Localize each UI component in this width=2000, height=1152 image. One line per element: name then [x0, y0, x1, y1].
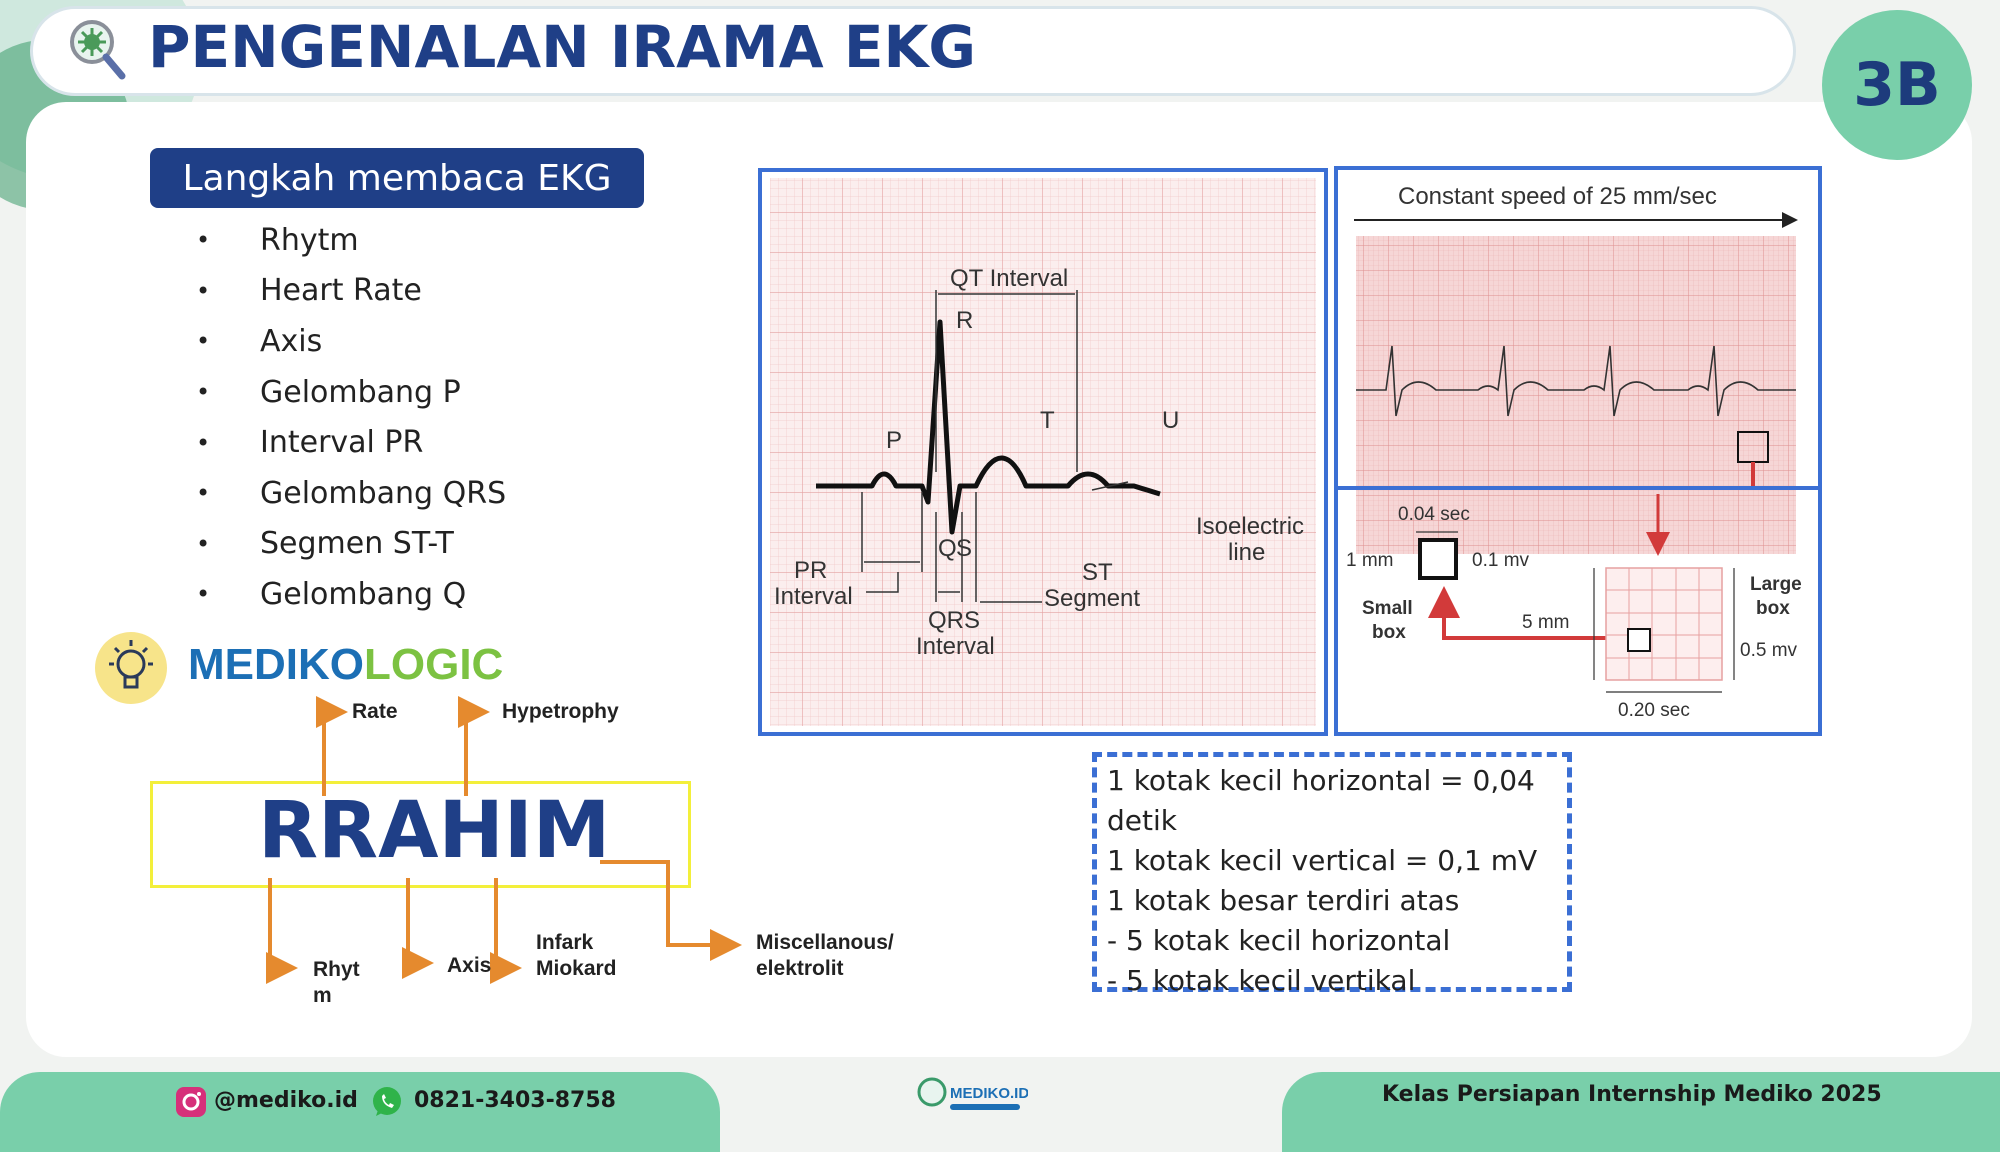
footer-course: Kelas Persiapan Internship Mediko 2025: [1382, 1082, 1882, 1107]
label-large-mv: 0.5 mv: [1740, 640, 1798, 661]
ekg-paper-diagram: Constant speed of 25 mm/sec 0.04 sec 1 m…: [1334, 166, 1822, 736]
label-line: Miokard: [536, 957, 617, 980]
info-box: 1 kotak kecil horizontal = 0,04 detik 1 …: [1092, 752, 1572, 997]
label-t: T: [1040, 407, 1055, 434]
brand-part1: MEDIKO: [188, 640, 364, 689]
mnemonic-box: [150, 781, 691, 888]
list-item: •Segmen ST-T: [196, 526, 454, 562]
label-r: R: [956, 307, 973, 334]
magnifier-virus-icon: [70, 20, 126, 80]
mediko-logo: MEDIKO.ID: [916, 1072, 1029, 1116]
lightbulb-icon: [95, 632, 167, 704]
mnemonic-label-axis: Axis: [447, 954, 492, 977]
info-line: - 5 kotak kecil horizontal: [1107, 924, 1451, 957]
label-u: U: [1162, 407, 1179, 434]
label-small-mv: 0.1 mv: [1472, 550, 1530, 571]
mnemonic-label-rate: Rate: [352, 700, 398, 723]
label-qrs-interval: Interval: [916, 633, 995, 660]
page-title: PENGENALAN IRAMA EKG: [148, 13, 977, 81]
label-q: Q: [938, 535, 957, 562]
label-qrs: QRS: [928, 607, 980, 634]
info-line: 1 kotak kecil horizontal = 0,04: [1107, 764, 1535, 797]
list-item: •Gelombang QRS: [196, 475, 507, 511]
mnemonic-label-misc: Miscellanous/elektrolit: [756, 930, 894, 982]
step-label: Gelombang Q: [260, 576, 467, 612]
list-item: •Rhytm: [196, 222, 359, 258]
mnemonic-arrows: [266, 696, 742, 984]
step-label: Gelombang P: [260, 374, 461, 410]
footer-instagram[interactable]: @mediko.id: [214, 1088, 358, 1113]
label-isoelectric: Isoelectric: [1196, 513, 1304, 540]
info-line: - 5 kotak kecil vertikal: [1107, 964, 1416, 997]
label-pr-interval: Interval: [774, 583, 853, 610]
step-label: Segmen ST-T: [260, 526, 454, 562]
large-box-grid: [1605, 567, 1723, 681]
steps-list: •Rhytm •Heart Rate •Axis •Gelombang P •I…: [196, 215, 506, 620]
list-item: •Axis: [196, 323, 323, 359]
mnemonic-label-rhythm: Rhyt m: [313, 957, 360, 1009]
step-label: Rhytm: [260, 222, 359, 258]
label-pr: PR: [794, 557, 827, 584]
whatsapp-icon: [373, 1087, 401, 1116]
step-label: Interval PR: [260, 425, 424, 461]
ekg-wave-diagram: QT Interval R P T U Q S PR Interval QRS …: [758, 168, 1328, 736]
info-line: detik: [1107, 804, 1177, 837]
title-bar: [30, 6, 1796, 96]
section-badge: 3B: [1822, 10, 1972, 160]
info-line: 1 kotak kecil vertical = 0,1 mV: [1107, 844, 1538, 877]
label-one-mm: 1 mm: [1346, 550, 1394, 571]
label-s: S: [956, 535, 972, 562]
footer-phone[interactable]: 0821-3403-8758: [414, 1088, 616, 1113]
steps-heading: Langkah membaca EKG: [150, 148, 644, 208]
label-st-segment: Segment: [1044, 585, 1140, 612]
mnemonic-label-hypertrophy: Hypetrophy: [502, 700, 619, 723]
label-p: P: [886, 427, 902, 454]
brand-part2: LOGIC: [364, 640, 504, 689]
info-line: 1 kotak besar terdiri atas: [1107, 884, 1460, 917]
label-line: m: [313, 984, 332, 1007]
step-label: Gelombang QRS: [260, 475, 507, 511]
ekg-waveform: [816, 319, 1161, 535]
label-line: elektrolit: [756, 957, 844, 980]
mediko-logic-brand: MEDIKOLOGIC: [188, 640, 503, 690]
label-large-box: Large: [1750, 574, 1802, 595]
step-label: Axis: [260, 323, 323, 359]
label-five-mm: 5 mm: [1522, 612, 1570, 633]
list-item: •Interval PR: [196, 425, 424, 461]
rhythm-strip: [1356, 345, 1796, 417]
logo-text: MEDIKO.ID: [950, 1085, 1028, 1102]
mnemonic-word: RRAHIM: [258, 786, 611, 876]
label-large-box-2: box: [1756, 598, 1790, 619]
label-small-box: Small: [1362, 598, 1413, 619]
label-isoelectric-line: line: [1228, 539, 1265, 566]
list-item: •Gelombang P: [196, 374, 461, 410]
label-line: Rhyt: [313, 958, 360, 981]
label-large-sec: 0.20 sec: [1618, 700, 1690, 721]
label-qt-interval: QT Interval: [950, 265, 1068, 292]
label-line: Infark: [536, 931, 594, 954]
label-st: ST: [1082, 559, 1113, 586]
label-small-sec: 0.04 sec: [1398, 504, 1470, 525]
list-item: •Heart Rate: [196, 273, 422, 309]
label-small-box-2: box: [1372, 622, 1406, 643]
instagram-icon: [176, 1087, 206, 1117]
step-label: Heart Rate: [260, 273, 422, 309]
label-speed: Constant speed of 25 mm/sec: [1398, 183, 1717, 210]
list-item: •Gelombang Q: [196, 576, 467, 612]
label-line: Miscellanous/: [756, 931, 894, 954]
